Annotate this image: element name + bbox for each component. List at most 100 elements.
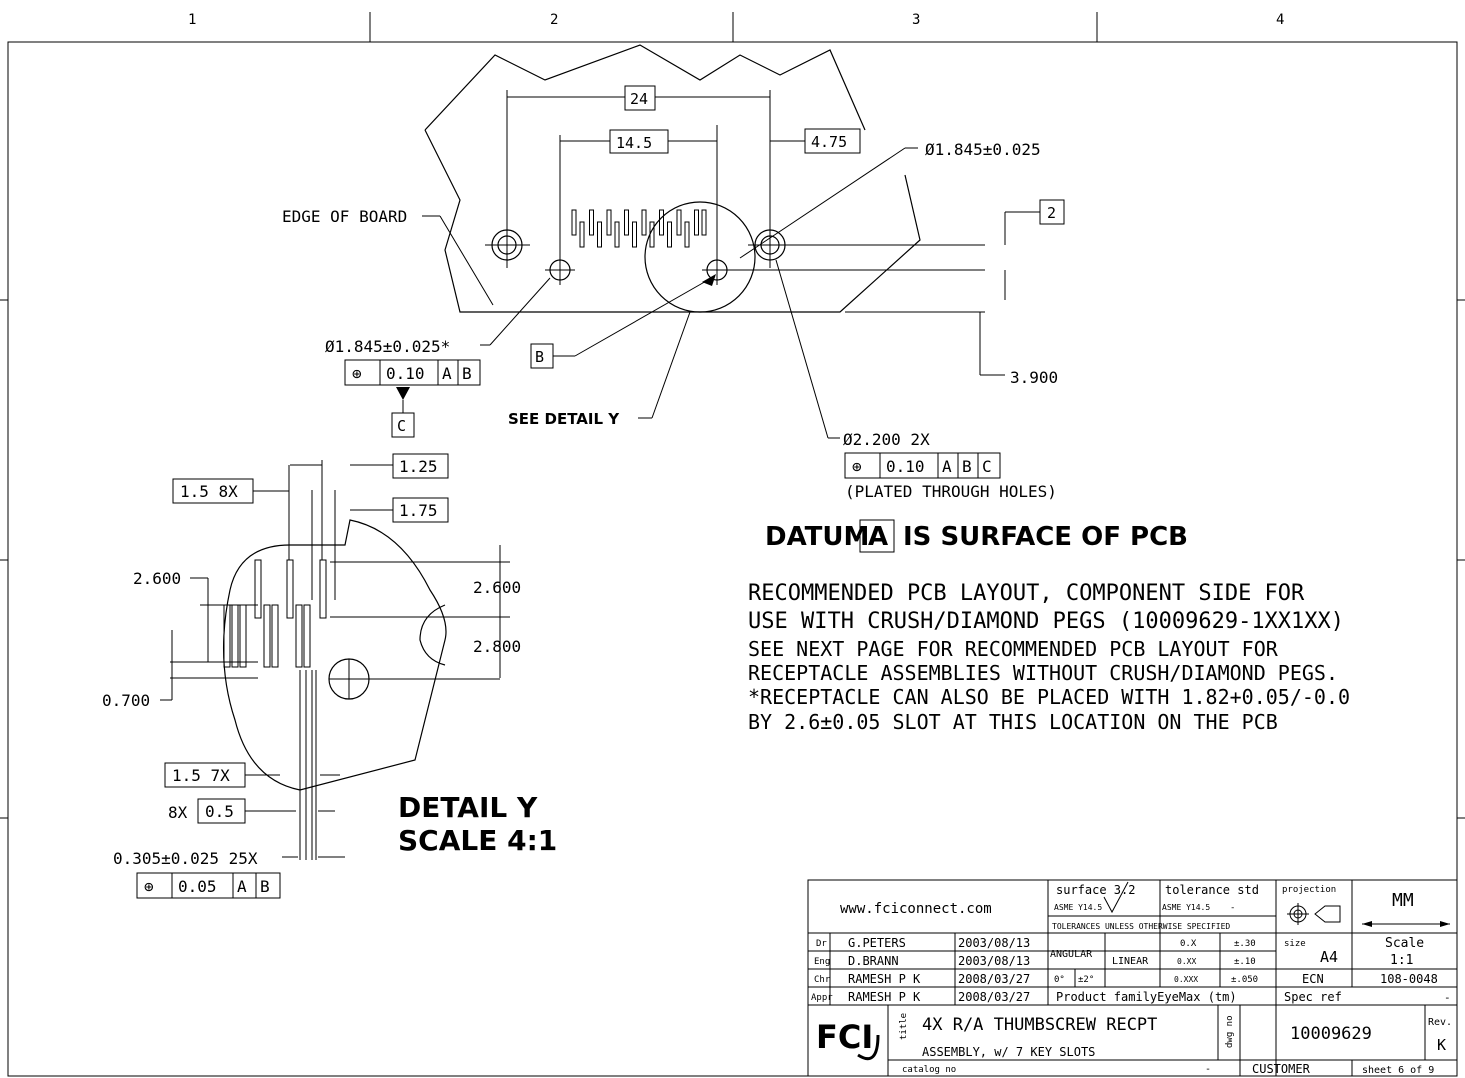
title-block: www.fciconnect.com surface 3.2 ASME Y14.… bbox=[807, 879, 1458, 1077]
svg-text:ANGULAR: ANGULAR bbox=[1050, 949, 1093, 960]
detail-8x: 8X bbox=[168, 803, 188, 822]
svg-text:catalog no: catalog no bbox=[902, 1065, 956, 1075]
pcb-layout-view: 24 14.5 4.75 Ø1.845±0.025 2 3.900 EDGE O… bbox=[282, 44, 1065, 501]
svg-text:RECEPTACLE ASSEMBLIES WITHOUT: RECEPTACLE ASSEMBLIES WITHOUT CRUSH/DIAM… bbox=[748, 661, 1338, 685]
detail-1-75: 1.75 bbox=[399, 501, 438, 520]
svg-text:*RECEPTACLE CAN ALSO BE PLACED: *RECEPTACLE CAN ALSO BE PLACED WITH 1.82… bbox=[748, 685, 1350, 709]
detail-y-view: 1.25 1.5 8X 1.75 2.600 2.800 2.600 0.700… bbox=[102, 453, 557, 899]
fci-logo: FCI bbox=[816, 1018, 880, 1061]
svg-text:C: C bbox=[982, 457, 992, 476]
tb-ecn: 108-0048 bbox=[1380, 972, 1438, 986]
svg-text:0.05: 0.05 bbox=[178, 877, 217, 896]
svg-text:B: B bbox=[462, 364, 472, 383]
svg-text:A: A bbox=[442, 364, 452, 383]
svg-text:A: A bbox=[868, 522, 888, 552]
detail-1-5-8x: 1.5 8X bbox=[180, 482, 238, 501]
edge-of-board-label: EDGE OF BOARD bbox=[282, 207, 407, 226]
hole-dia-star: Ø1.845±0.025* bbox=[325, 337, 450, 356]
svg-text:DATUM: DATUM bbox=[765, 522, 869, 552]
svg-text:-: - bbox=[1230, 903, 1235, 913]
svg-text:RECOMMENDED PCB LAYOUT, COMPON: RECOMMENDED PCB LAYOUT, COMPONENT SIDE F… bbox=[748, 581, 1305, 606]
notes: RECOMMENDED PCB LAYOUT, COMPONENT SIDE F… bbox=[748, 581, 1350, 734]
detail-1-25: 1.25 bbox=[399, 457, 438, 476]
zone-3: 3 bbox=[912, 12, 920, 28]
svg-text:0.XX: 0.XX bbox=[1177, 957, 1196, 966]
svg-text:Product familyEyeMax (tm): Product familyEyeMax (tm) bbox=[1056, 990, 1237, 1004]
plated-dia: Ø2.200 2X bbox=[843, 430, 930, 449]
zone-2: 2 bbox=[550, 12, 558, 28]
svg-text:RAMESH P K: RAMESH P K bbox=[848, 990, 921, 1004]
tb-title2: ASSEMBLY, w/ 7 KEY SLOTS bbox=[922, 1045, 1095, 1059]
dim-3-900: 3.900 bbox=[1010, 368, 1058, 387]
svg-text:-: - bbox=[1444, 991, 1451, 1004]
svg-text:±2°: ±2° bbox=[1078, 975, 1094, 985]
dim-4-75: 4.75 bbox=[811, 133, 847, 151]
datum-c: C bbox=[397, 417, 406, 435]
svg-text:Scale: Scale bbox=[1385, 936, 1424, 951]
svg-text:Spec ref: Spec ref bbox=[1284, 990, 1342, 1004]
detail-2-800: 2.800 bbox=[473, 637, 521, 656]
svg-text:⊕: ⊕ bbox=[352, 364, 362, 383]
hole-dia-top: Ø1.845±0.025 bbox=[925, 140, 1041, 159]
svg-text:⊕: ⊕ bbox=[144, 877, 154, 896]
sheet-border bbox=[7, 41, 1458, 1077]
svg-text:2003/08/13: 2003/08/13 bbox=[958, 936, 1030, 950]
svg-text:±.050: ±.050 bbox=[1231, 975, 1258, 985]
svg-text:Appr: Appr bbox=[811, 993, 833, 1003]
svg-text:±.10: ±.10 bbox=[1234, 957, 1256, 967]
detail-scale: SCALE 4:1 bbox=[398, 824, 557, 857]
svg-text:2008/03/27: 2008/03/27 bbox=[958, 972, 1030, 986]
svg-text:-: - bbox=[1205, 1064, 1211, 1075]
svg-text:IS SURFACE OF PCB: IS SURFACE OF PCB bbox=[903, 522, 1188, 552]
svg-text:0°: 0° bbox=[1054, 975, 1065, 985]
svg-text:ASME Y14.5: ASME Y14.5 bbox=[1162, 903, 1210, 912]
detail-2-600-left: 2.600 bbox=[133, 569, 181, 588]
svg-text:0.10: 0.10 bbox=[886, 457, 925, 476]
svg-text:title: title bbox=[899, 1013, 909, 1040]
detail-0-5: 0.5 bbox=[205, 802, 234, 821]
see-detail-label: SEE DETAIL Y bbox=[508, 410, 620, 428]
fcf-plated: ⊕ 0.10 A B C bbox=[844, 452, 1001, 479]
tb-units: MM bbox=[1392, 890, 1414, 911]
svg-text:0.10: 0.10 bbox=[386, 364, 425, 383]
tb-size: A4 bbox=[1320, 948, 1338, 966]
tb-website: www.fciconnect.com bbox=[840, 901, 992, 917]
svg-text:RAMESH P K: RAMESH P K bbox=[848, 972, 921, 986]
svg-text:surface 3.2: surface 3.2 bbox=[1056, 883, 1135, 897]
tb-title1: 4X R/A THUMBSCREW RECPT bbox=[922, 1015, 1157, 1035]
svg-text:B: B bbox=[260, 877, 270, 896]
fcf-hole: ⊕ 0.10 A B bbox=[344, 359, 481, 386]
svg-text:Eng: Eng bbox=[814, 957, 830, 967]
svg-text:BY 2.6±0.05 SLOT AT THIS LOCAT: BY 2.6±0.05 SLOT AT THIS LOCATION ON THE… bbox=[748, 710, 1278, 734]
svg-text:LINEAR: LINEAR bbox=[1112, 956, 1149, 967]
svg-text:Dr: Dr bbox=[816, 939, 827, 949]
svg-text:Rev.: Rev. bbox=[1428, 1017, 1452, 1028]
svg-text:2008/03/27: 2008/03/27 bbox=[958, 990, 1030, 1004]
tb-rev: K bbox=[1437, 1036, 1446, 1054]
detail-title: DETAIL Y bbox=[398, 791, 538, 824]
svg-text:ASME Y14.5: ASME Y14.5 bbox=[1054, 903, 1102, 912]
detail-2-600-right: 2.600 bbox=[473, 578, 521, 597]
zone-markers: 1 2 3 4 bbox=[188, 12, 1284, 42]
dim-2: 2 bbox=[1047, 204, 1056, 222]
svg-text:A: A bbox=[237, 877, 247, 896]
detail-0-700: 0.700 bbox=[102, 691, 150, 710]
detail-1-5-7x: 1.5 7X bbox=[172, 766, 230, 785]
detail-0-305: 0.305±0.025 25X bbox=[113, 849, 258, 868]
fcf-pad: ⊕ 0.05 A B bbox=[136, 872, 281, 899]
svg-text:size: size bbox=[1284, 939, 1306, 949]
svg-text:0.X: 0.X bbox=[1180, 939, 1197, 949]
tb-dwg-no: 10009629 bbox=[1290, 1024, 1372, 1044]
svg-text:A: A bbox=[942, 457, 952, 476]
datum-b: B bbox=[535, 348, 544, 366]
dim-24: 24 bbox=[630, 90, 648, 108]
tb-signoff-rows: Dr G.PETERS 2003/08/13 Eng D.BRANN 2003/… bbox=[811, 936, 1030, 1004]
svg-text:0.XXX: 0.XXX bbox=[1174, 975, 1198, 984]
dim-14-5: 14.5 bbox=[616, 134, 652, 152]
zone-1: 1 bbox=[188, 12, 196, 28]
svg-text:tolerance std: tolerance std bbox=[1165, 883, 1259, 897]
svg-text:projection: projection bbox=[1282, 885, 1336, 895]
datum-note: DATUM A IS SURFACE OF PCB bbox=[765, 519, 1188, 553]
svg-text:CUSTOMER: CUSTOMER bbox=[1252, 1062, 1311, 1076]
